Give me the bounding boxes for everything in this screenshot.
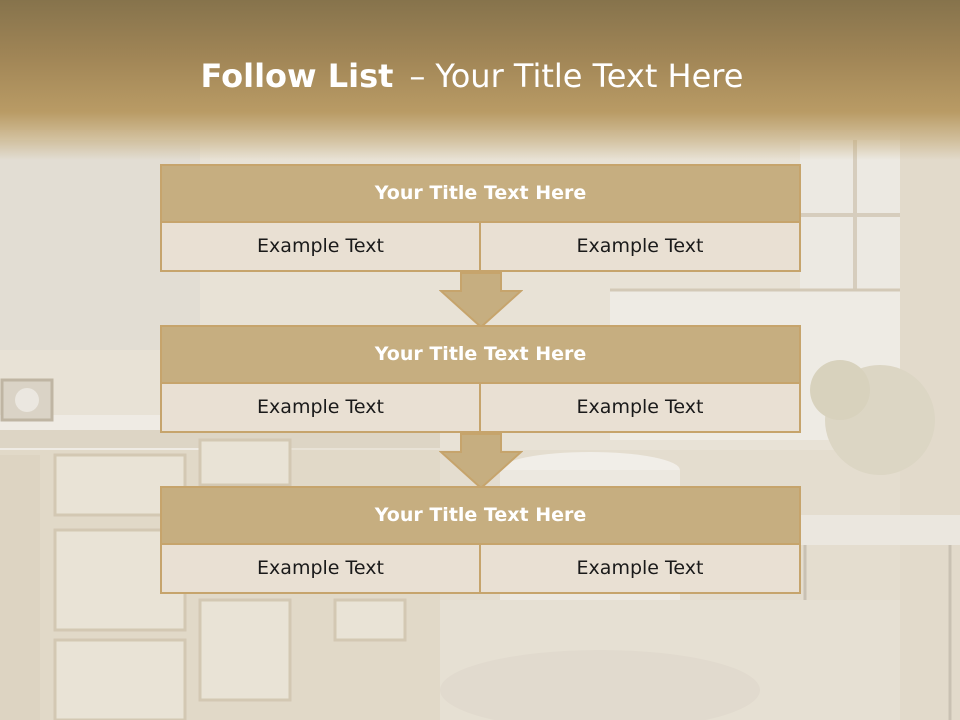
slide-title: Follow List–Your Title Text Here — [0, 54, 944, 98]
step-cell-left: Example Text — [160, 543, 481, 594]
step-cell-left: Example Text — [160, 382, 481, 433]
slide-title-rest: Your Title Text Here — [435, 57, 744, 95]
step-title: Your Title Text Here — [160, 325, 801, 384]
slide-title-bold: Follow List — [200, 57, 394, 95]
step-cell-right: Example Text — [479, 543, 801, 594]
step-cell-right: Example Text — [479, 221, 801, 272]
header-band — [0, 0, 960, 160]
step-title: Your Title Text Here — [160, 164, 801, 223]
down-arrow-icon — [439, 433, 523, 490]
step-cell-right: Example Text — [479, 382, 801, 433]
slide-title-separator: – — [409, 57, 426, 95]
step-cell-left: Example Text — [160, 221, 481, 272]
step-block: Your Title Text Here Example Text Exampl… — [160, 164, 801, 272]
step-block: Your Title Text Here Example Text Exampl… — [160, 325, 801, 433]
step-title: Your Title Text Here — [160, 486, 801, 545]
down-arrow-icon — [439, 272, 523, 329]
step-block: Your Title Text Here Example Text Exampl… — [160, 486, 801, 594]
